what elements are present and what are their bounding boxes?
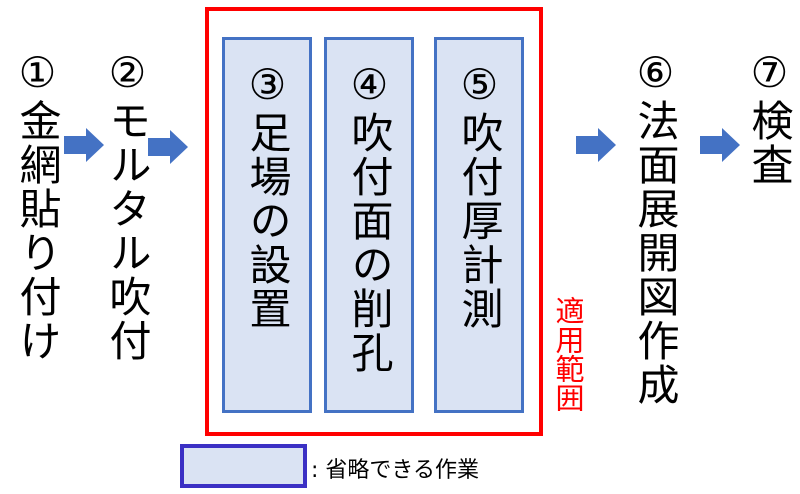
legend-swatch bbox=[180, 444, 307, 488]
step-5-label: ⑤吹付厚計測 bbox=[455, 60, 504, 331]
applicable-scope-frame bbox=[205, 7, 543, 436]
arrow-right-icon bbox=[576, 128, 616, 162]
step-4-label: ④吹付面の削孔 bbox=[345, 60, 394, 375]
step-2-label: ②モルタル吹付 bbox=[103, 48, 152, 363]
legend-label: : 省略できる作業 bbox=[311, 458, 479, 483]
step-1-label: ①金網貼り付け bbox=[13, 48, 62, 363]
step-4-box: ④吹付面の削孔 bbox=[324, 37, 414, 413]
arrow-right-icon bbox=[700, 128, 740, 162]
step-6-label: ⑥法面展開図作成 bbox=[631, 48, 680, 407]
arrow-right-icon bbox=[64, 128, 104, 162]
step-3-box: ③足場の設置 bbox=[222, 37, 312, 413]
step-7-label: ⑦検査 bbox=[745, 48, 794, 187]
step-3-label: ③足場の設置 bbox=[243, 60, 292, 331]
applicable-scope-label: 適用範囲 bbox=[551, 296, 585, 412]
arrow-right-icon bbox=[148, 130, 188, 164]
step-5-box: ⑤吹付厚計測 bbox=[434, 37, 524, 413]
